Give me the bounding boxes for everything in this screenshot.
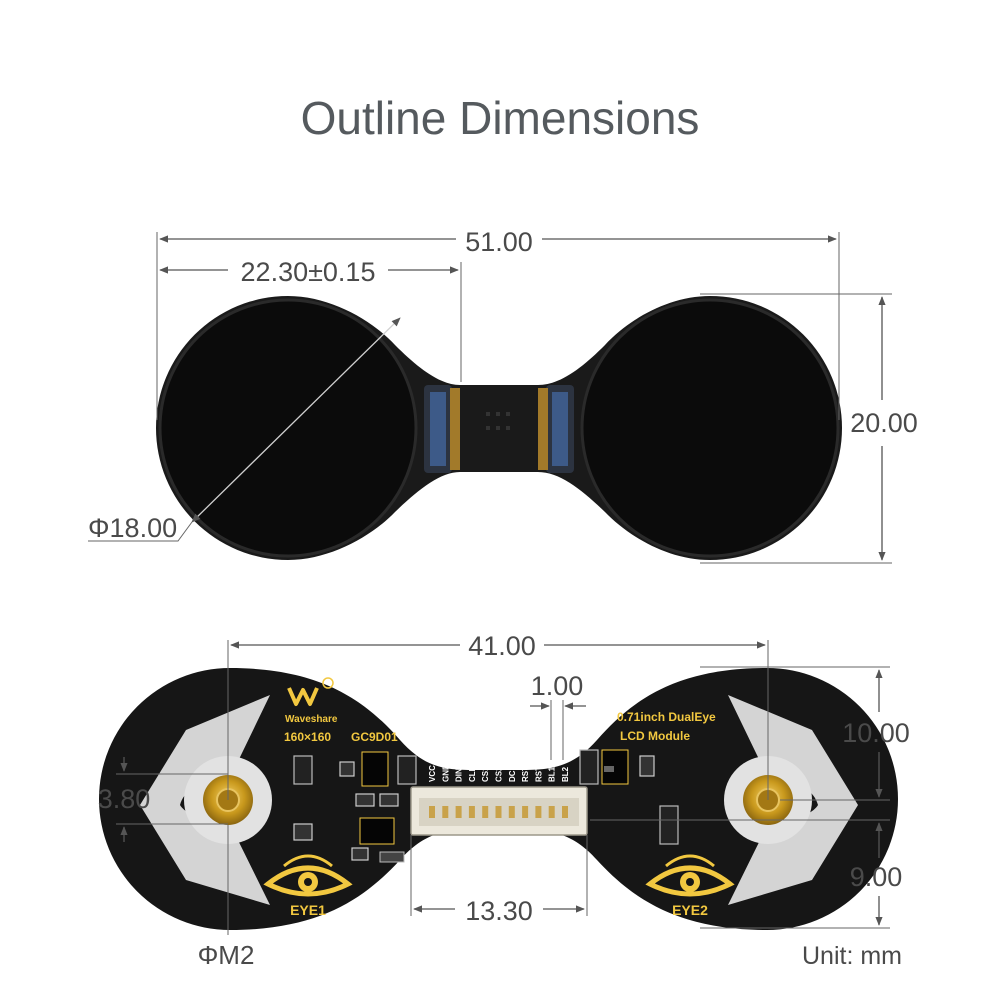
eye1-silkscreen: EYE1 — [290, 902, 326, 918]
brand-silkscreen: Waveshare — [285, 714, 338, 725]
hole-spacing-label: 41.00 — [468, 631, 536, 661]
back-view: Waveshare 160×160 GC9D01 0.71inch DualEy… — [98, 631, 910, 970]
display-pitch-label: 22.30±0.15 — [241, 257, 376, 287]
right-display — [580, 298, 840, 558]
connector-pin — [548, 806, 555, 818]
height-label: 20.00 — [850, 408, 918, 438]
pin-label-rst1: RST1 — [521, 761, 530, 782]
smd-components — [293, 749, 679, 863]
front-view: 51.00 22.30±0.15 20.00 Φ18.00 — [88, 227, 918, 564]
eye2-silkscreen: EYE2 — [672, 902, 708, 918]
product-line2-silkscreen: LCD Module — [620, 729, 690, 743]
pin-label-vcc: VCC — [428, 765, 437, 782]
pin-label-gnd: GND — [441, 764, 450, 782]
top-to-hole-label: 10.00 — [842, 718, 910, 748]
hole-offset-label: 3.80 — [98, 784, 151, 814]
eye1-icon — [263, 854, 353, 897]
connector-pin — [482, 806, 489, 818]
overall-width-label: 51.00 — [465, 227, 533, 257]
pin-label-bl1: BL1 — [548, 766, 557, 782]
pin-label-cs1: CS1 — [481, 766, 490, 782]
unit-label: Unit: mm — [802, 942, 902, 970]
driver-silkscreen: GC9D01 — [351, 730, 398, 744]
pin-labels: VCC GND DIN CLK CS1 CS2 DC RST1 RST2 BL1 BL2 — [428, 761, 570, 782]
connector-pins — [429, 806, 568, 818]
pin-label-bl2: BL2 — [561, 766, 570, 782]
display-diameter-label: Φ18.00 — [88, 513, 177, 543]
connector-pin — [429, 806, 435, 818]
connector-pin — [535, 806, 542, 818]
pin-label-rst2: RST2 — [534, 761, 543, 782]
pin-label-cs2: CS2 — [495, 766, 504, 782]
connector-pin — [442, 806, 449, 818]
connector-pin — [562, 806, 568, 818]
eye2-icon — [645, 854, 735, 897]
page-title: Outline Dimensions — [301, 92, 700, 144]
pin-label-din: DIN — [455, 768, 464, 782]
connector-pin — [522, 806, 529, 818]
product-line1-silkscreen: 0.71inch DualEye — [617, 710, 716, 724]
pin-label-dc: DC — [508, 770, 517, 782]
right-eye-chevron — [728, 695, 858, 805]
connector-pin — [468, 806, 475, 818]
connector-pin — [455, 806, 462, 818]
connector-width-label: 13.30 — [465, 896, 533, 926]
connector-pin — [508, 806, 515, 818]
pin-pitch-label: 1.00 — [531, 671, 584, 701]
hole-to-bottom-label: 9.00 — [850, 862, 903, 892]
hole-size-label: ΦM2 — [198, 940, 255, 970]
connector-pin — [495, 806, 502, 818]
resolution-silkscreen: 160×160 — [284, 730, 331, 744]
left-eye-chevron — [140, 695, 270, 805]
pin-label-clk: CLK — [468, 765, 477, 782]
waveshare-logo-icon — [287, 677, 334, 706]
